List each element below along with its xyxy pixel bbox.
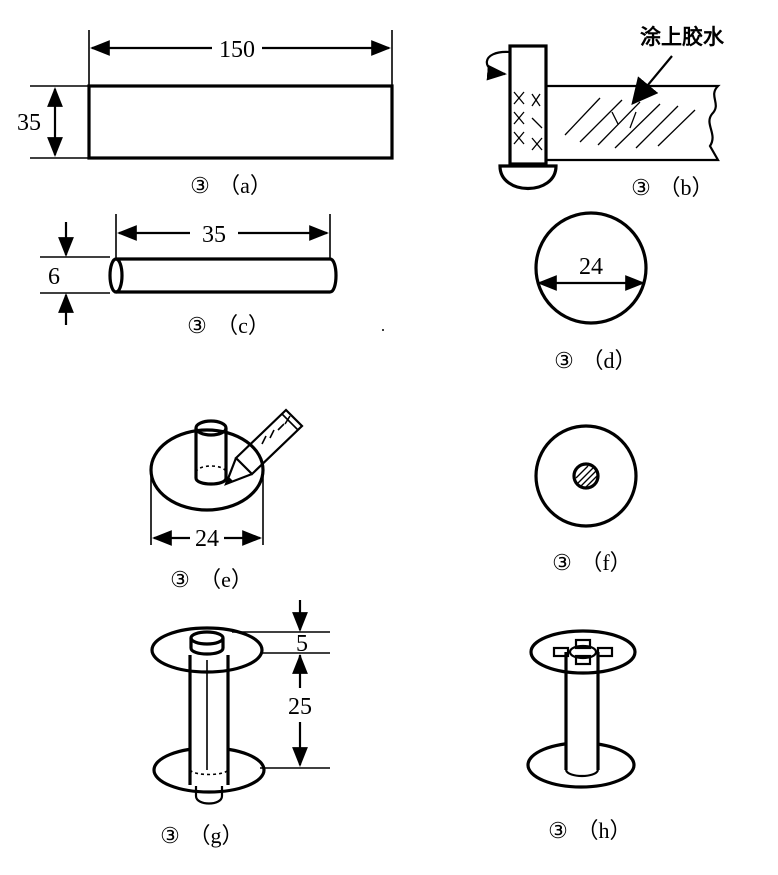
caption-number: ③ [548, 818, 568, 843]
caption-label: （c） [216, 313, 270, 338]
figure-d: 24 ③ （d） [534, 211, 648, 373]
caption-label: （d） [581, 348, 636, 373]
disc-base [149, 428, 265, 512]
glue-note: 涂上胶水 [640, 25, 725, 49]
base-half-disc [498, 164, 558, 190]
caption-label: （b） [658, 175, 713, 200]
glue-joint [189, 769, 229, 776]
shaft-base [564, 769, 600, 778]
figure-b: 涂上胶水 ③ （b） [485, 25, 725, 200]
dim-diameter-label: 24 [195, 526, 219, 552]
figure-e: 24 ③ （e） [149, 408, 304, 592]
caption-label: （g） [188, 823, 243, 848]
rolled-cylinder [508, 44, 548, 166]
dim-large-label: 25 [288, 694, 312, 720]
pencil-icon [224, 408, 304, 486]
dim-diameter-label: 6 [48, 264, 60, 290]
caption-number: ③ [554, 348, 574, 373]
paper-strip [87, 84, 394, 160]
dim-length-label: 150 [219, 37, 255, 63]
bottom-tube-end [194, 786, 224, 805]
top-cap [189, 638, 225, 656]
glue-pointer-arrow [631, 55, 673, 106]
figure-h: ③ （h） [526, 629, 637, 843]
cross-tabs [552, 638, 614, 666]
caption-number: ③ [170, 567, 190, 592]
tube-top [194, 419, 228, 437]
figure-g: 5 25 ③ （g） [150, 600, 330, 848]
glue-hatching [564, 97, 696, 149]
figure-c: 35 6 ③ （c） [40, 214, 338, 338]
cut-disc [534, 424, 638, 528]
caption-label: （h） [576, 818, 631, 843]
dim-length-label: 35 [202, 222, 226, 248]
rotation-arrow [485, 50, 511, 81]
top-disc [150, 626, 264, 674]
tube-opening [108, 257, 124, 294]
scan-speck [382, 329, 384, 331]
glued-strip [546, 84, 721, 162]
tube-body [116, 257, 338, 294]
hole-hatching [575, 465, 598, 488]
caption-number: ③ [187, 313, 207, 338]
caption-label: （e） [199, 567, 253, 592]
figure-f: ③ （f） [534, 424, 638, 575]
caption-number: ③ [190, 173, 210, 198]
top-disc [529, 629, 637, 675]
dim-small-label: 5 [296, 631, 308, 657]
caption-number: ③ [631, 175, 651, 200]
rolled-hatching [513, 91, 543, 151]
figure-a: 150 35 ③ （a） [17, 30, 394, 198]
dim-height-label: 35 [17, 110, 41, 136]
caption-number: ③ [552, 550, 572, 575]
caption-label: （f） [580, 550, 631, 575]
top-cap-face [189, 630, 225, 646]
center-hole [572, 462, 600, 490]
dim-diameter-label: 24 [579, 254, 603, 280]
caption-label: （a） [218, 173, 272, 198]
trace-outline [195, 465, 227, 473]
caption-number: ③ [160, 823, 180, 848]
tube-standing [194, 428, 228, 486]
cardboard-disc [534, 211, 648, 325]
